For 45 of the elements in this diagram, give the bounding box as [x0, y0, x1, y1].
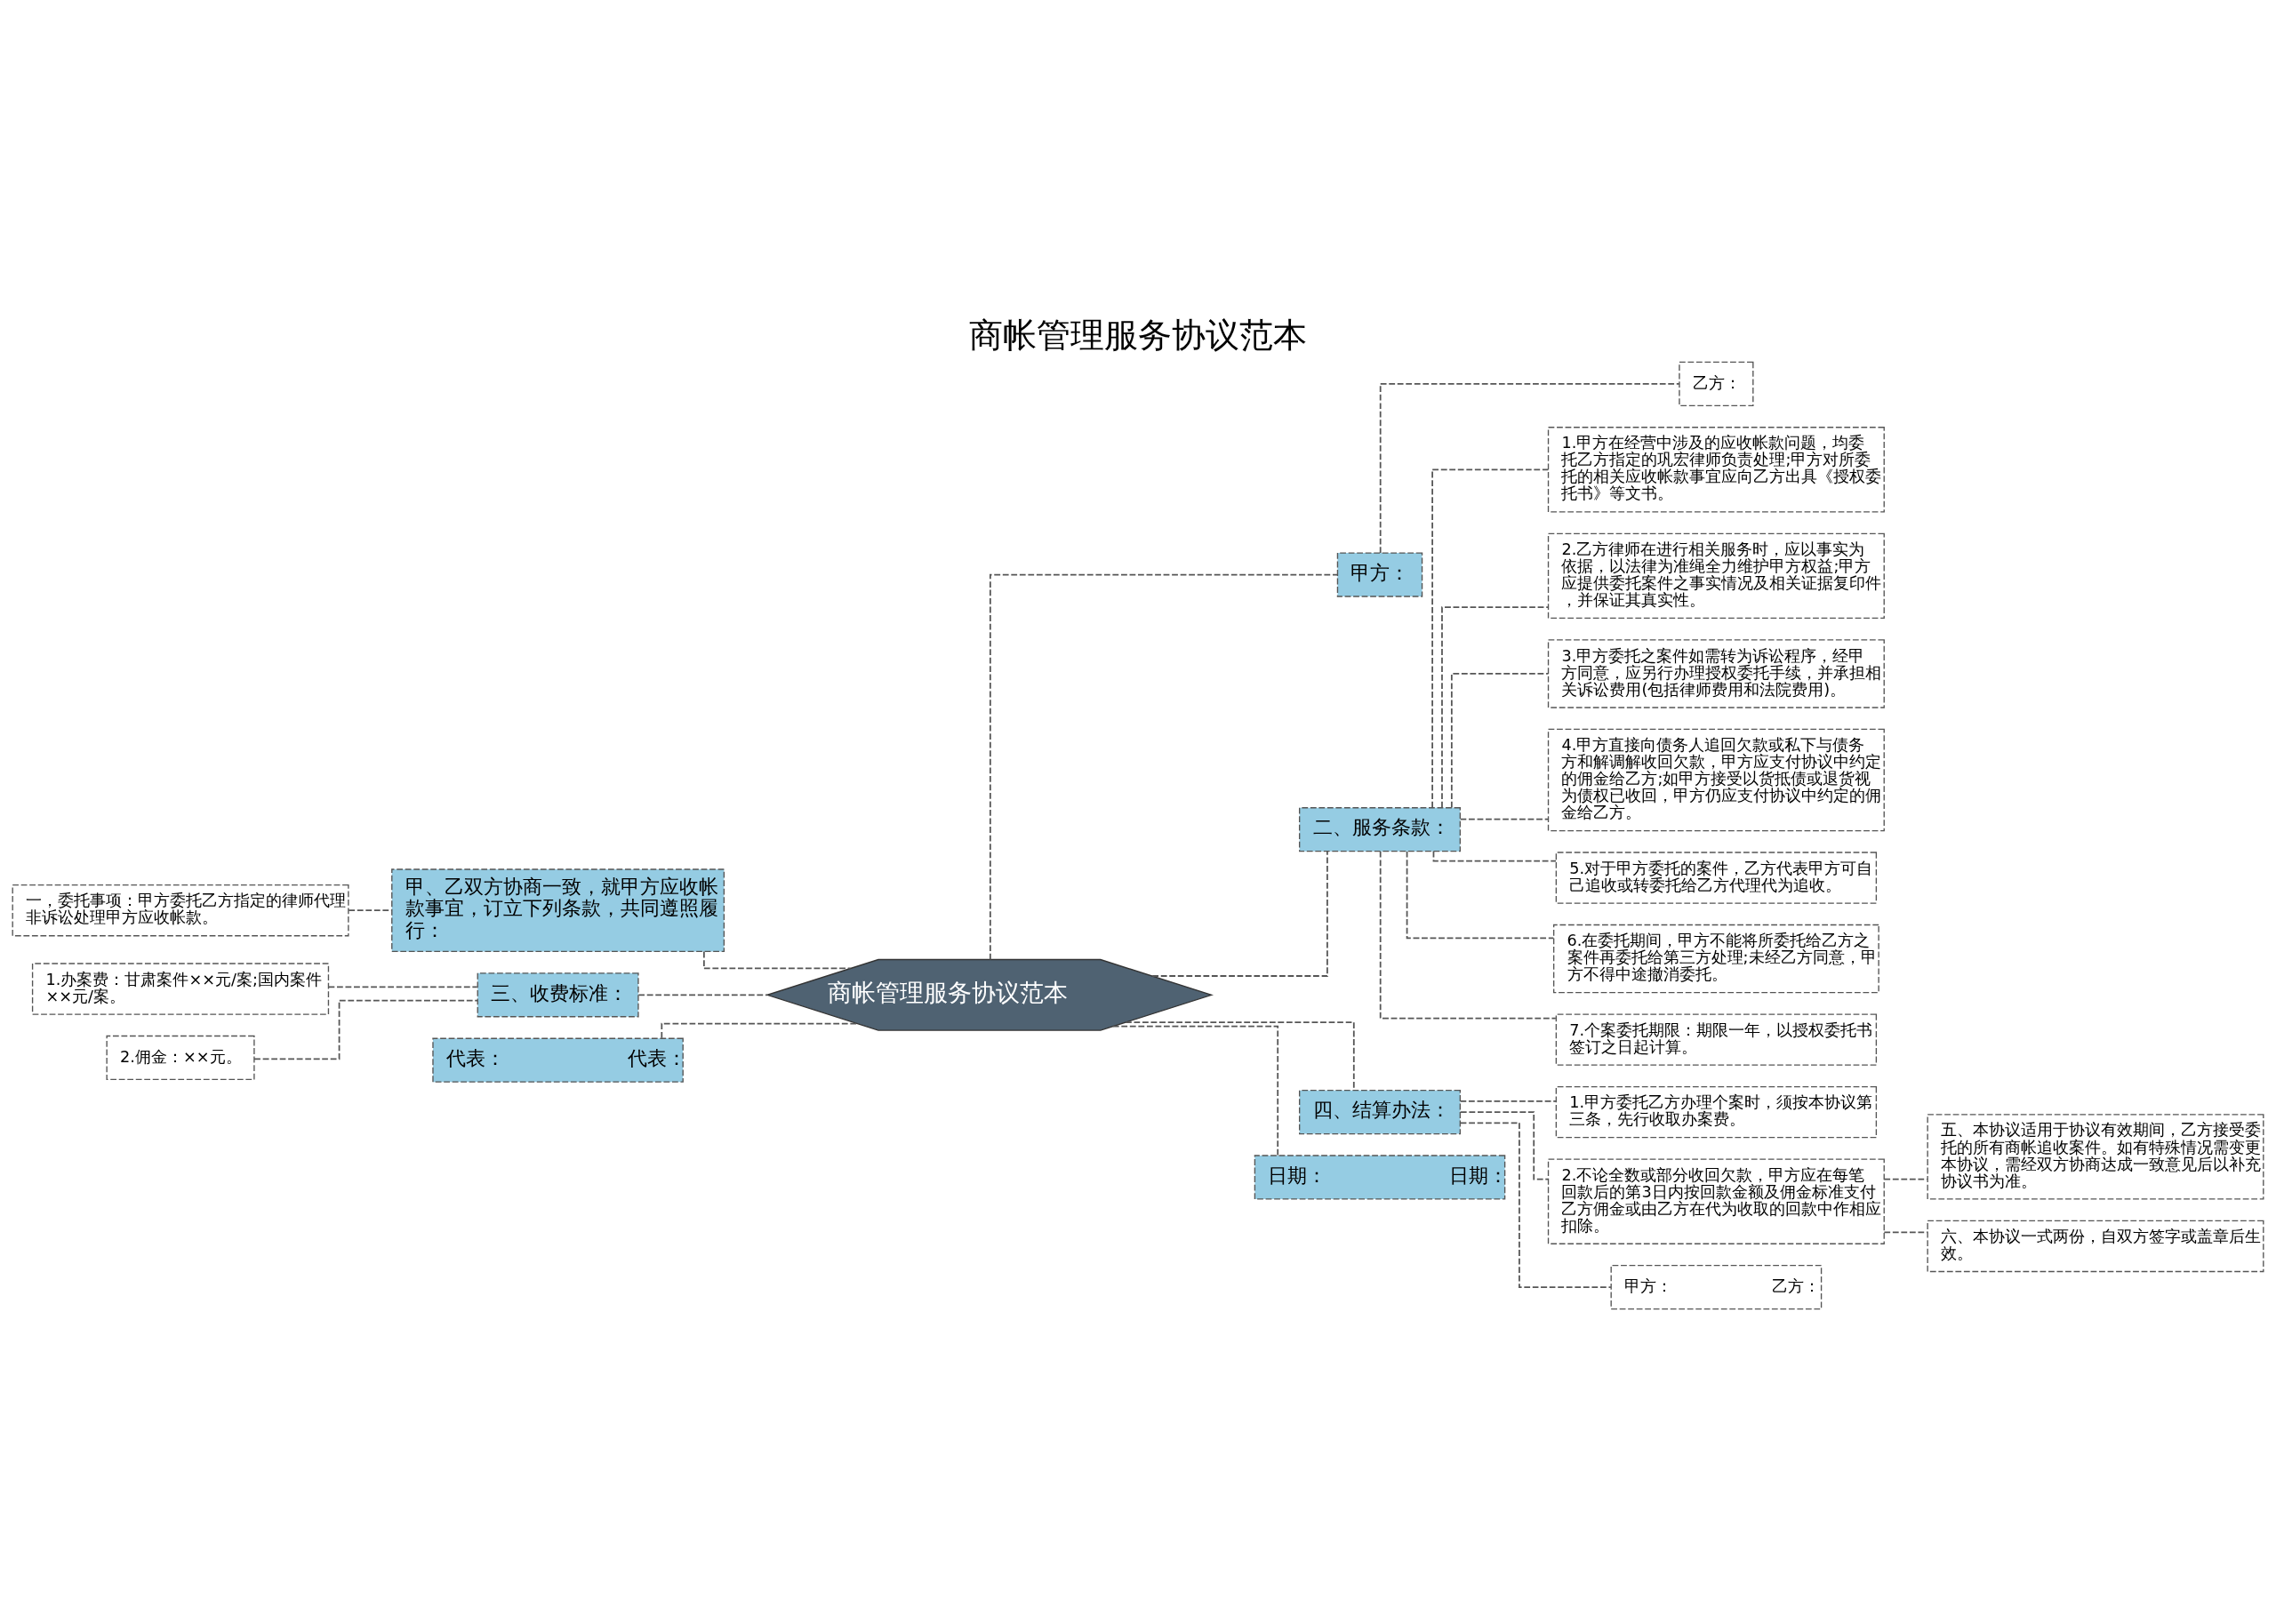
node-box: 2.不论全数或部分收回欠款，甲方应在每笔回款后的第3日内按回款金额及佣金标准支付乙方佣金或由乙方在代为收取的回款中作相应扣除。	[1547, 1158, 1885, 1244]
connector	[327, 986, 478, 988]
node-box: 乙方：	[1679, 361, 1754, 406]
connector	[1379, 851, 1557, 1020]
node-box: 1.甲方委托乙方办理个案时，须按本协议第三条，先行收取办案费。	[1555, 1085, 1878, 1139]
connector	[1459, 1122, 1612, 1288]
node-box: 四、结算办法：	[1299, 1090, 1462, 1135]
connector	[1151, 851, 1328, 977]
connector	[1459, 1100, 1558, 1102]
connector	[1406, 851, 1555, 940]
node-box: 1.甲方在经营中涉及的应收帐款问题，均委托乙方指定的巩宏律师负责处理;甲方对所委托的相关应收帐款事宜应向乙方出具《授权委托书》等文书。	[1547, 427, 1885, 513]
node-box: 一，委托事项：甲方委托乙方指定的律师代理非诉讼处理甲方应收帐款。	[12, 884, 349, 937]
node-box: 4.甲方直接向债务人追回欠款或私下与债务方和解调解收回欠款，甲方应支付协议中约定的佣金给乙方;如甲方接受以货抵债或退货视为债权已收回，甲方仍应支付协议中约定的佣金给乙方。	[1547, 728, 1885, 832]
node-box: 2.乙方律师在进行相关服务时，应以事实为依据，以法律为准绳全力维护甲方权益;甲方应提供委托案件之事实情况及相关证据复印件，并保证其真实性。	[1547, 532, 1885, 620]
connector	[1450, 673, 1550, 809]
connector	[1459, 1111, 1550, 1180]
node-box: 5.对于甲方委托的案件，乙方代表甲方可自己追收或转委托给乙方代理代为追收。	[1555, 852, 1878, 904]
connector	[661, 1022, 858, 1039]
node-box: 甲、乙双方协商一致，就甲方应收帐款事宜，订立下列条款，共同遵照履行：	[391, 868, 725, 953]
connector	[1883, 1178, 1928, 1180]
node-box: 二、服务条款：	[1299, 807, 1462, 852]
connector	[1431, 468, 1550, 809]
connector	[1432, 850, 1557, 862]
connector	[703, 950, 852, 970]
node-box: 3.甲方委托之案件如需转为诉讼程序，经甲方同意，应另行办理授权委托手续，并承担相关诉讼费用(包括律师费用和法院费用)。	[1547, 639, 1885, 708]
node-box: 五、本协议适用于协议有效期间，乙方接受委托的所有商帐追收案件。如有特殊情况需变更本协议，需经双方协商达成一致意见后以补充协议书为准。	[1927, 1114, 2264, 1200]
connector	[1883, 1231, 1928, 1234]
connector	[253, 999, 478, 1060]
node-box: 2.佣金：××元。	[106, 1035, 255, 1081]
connector	[1379, 383, 1680, 554]
connector	[1111, 1025, 1279, 1156]
node-box: 日期： 日期：	[1254, 1155, 1506, 1200]
node-box: 甲方： 乙方：	[1610, 1265, 1823, 1310]
node-box: 六、本协议一式两份，自双方签字或盖章后生效。	[1927, 1220, 2264, 1273]
connector	[637, 994, 768, 996]
node-box: 1.办案费：甘肃案件××元/案;国内案件××元/案。	[31, 963, 330, 1015]
node-box: 甲方：	[1336, 552, 1423, 597]
connector	[1459, 818, 1550, 820]
connector	[989, 573, 1339, 961]
connector	[1441, 606, 1550, 809]
node-box: 三、收费标准：	[477, 972, 639, 1018]
node-box: 6.在委托期间，甲方不能将所委托给乙方之案件再委托给第三方处理;未经乙方同意，甲方不得中途撤消委托。	[1552, 924, 1879, 994]
diagram-title: 商帐管理服务协议范本	[969, 316, 1307, 356]
node-box: 7.个案委托期限：期限一年，以授权委托书签订之日起计算。	[1555, 1013, 1878, 1066]
node-box: 代表： 代表：	[432, 1037, 684, 1083]
